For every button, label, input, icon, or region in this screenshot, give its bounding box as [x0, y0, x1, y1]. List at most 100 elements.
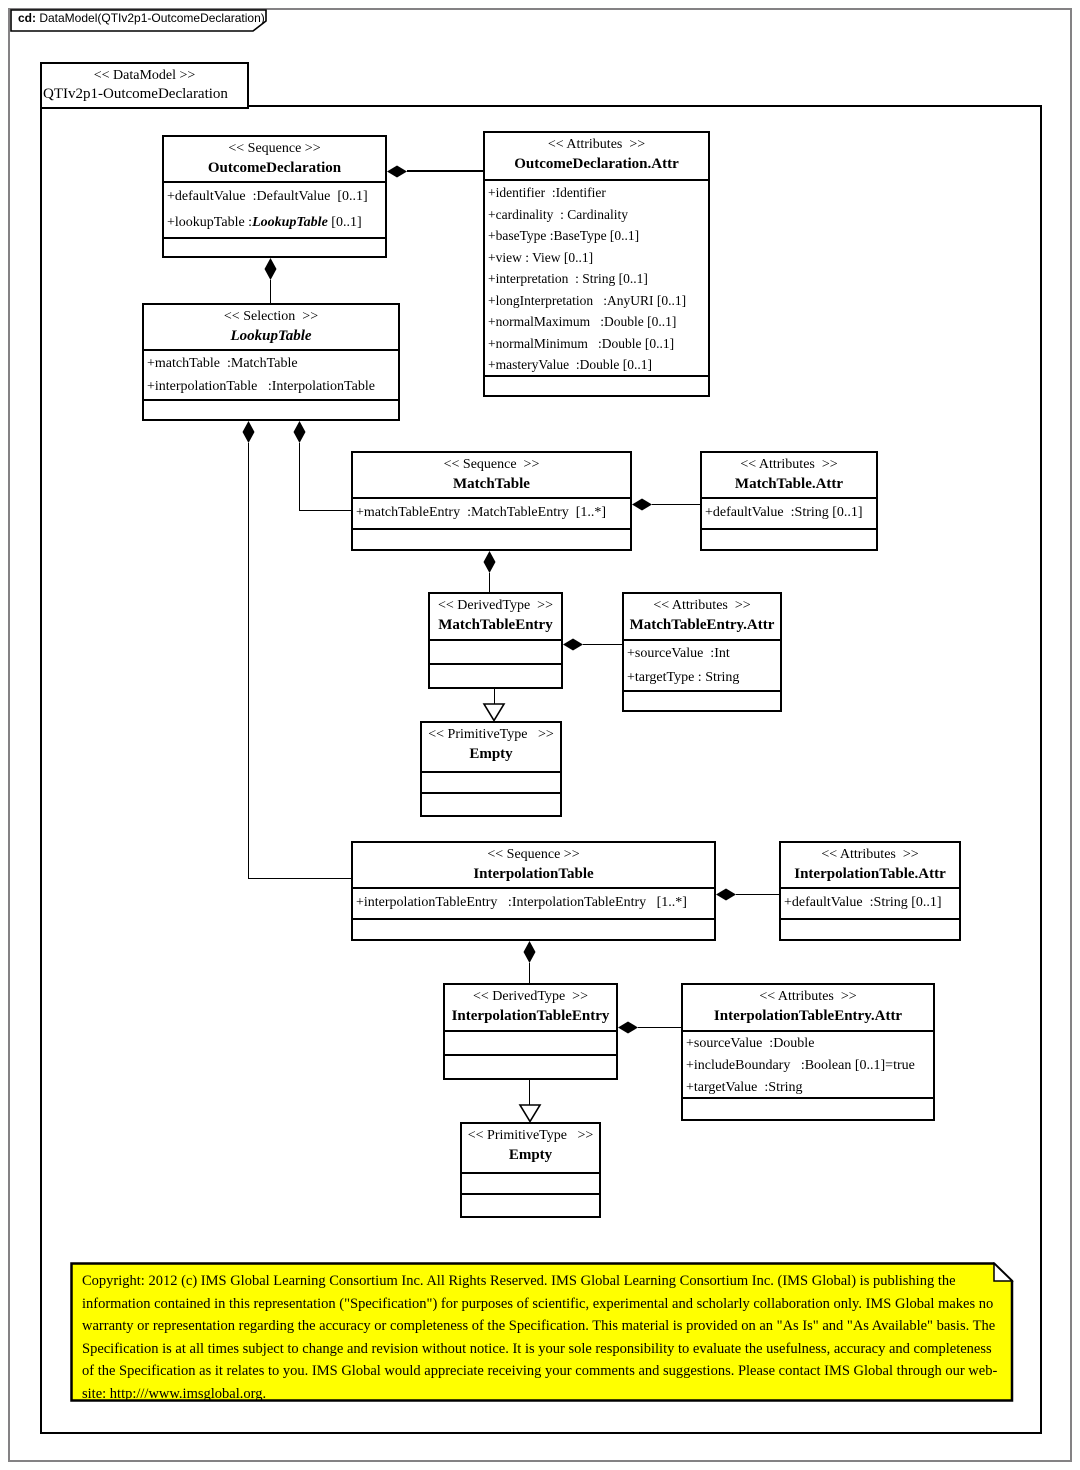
tab-title: DataModel(QTIv2p1-OutcomeDeclaration) [36, 11, 265, 25]
class-stereotype: << Sequence >> [228, 141, 321, 156]
attribute-row: +sourceValue :Double [686, 1036, 815, 1051]
connector-line [247, 443, 249, 879]
class-name: MatchTable [453, 476, 530, 492]
attr-type-italic: LookupTable [252, 215, 328, 230]
attribute-row: +longInterpretation :AnyURI [0..1] [488, 292, 687, 308]
copyright-note[interactable] [70, 1262, 1014, 1402]
attribute-row: +normalMinimum :Double [0..1] [488, 335, 675, 351]
empty-compartment [702, 528, 876, 549]
uml-class-matchtableentry[interactable]: << DerivedType >> MatchTableEntry [428, 592, 563, 689]
class-name: MatchTableEntry.Attr [629, 617, 775, 633]
attribute-row: +includeBoundary :Boolean [0..1]=true [686, 1058, 915, 1073]
attribute-row: +baseType :BaseType [0..1] [488, 228, 640, 243]
diagram-frame [40, 105, 1042, 1434]
empty-compartment [485, 375, 708, 395]
connector-line [488, 573, 490, 592]
connector-line [528, 963, 530, 983]
attribute-row: +view : View [0..1] [488, 249, 594, 265]
frame-name: QTIv2p1-OutcomeDeclaration [43, 86, 228, 102]
frame-label-datamodel[interactable]: << DataModel >> QTIv2p1-OutcomeDeclarati… [40, 62, 249, 109]
composition-diamond-icon [716, 888, 736, 901]
empty-compartment [353, 918, 714, 939]
uml-class-interpolationtableentry[interactable]: << DerivedType >> InterpolationTableEntr… [443, 983, 618, 1080]
tab-prefix: cd: [18, 11, 36, 25]
class-name: MatchTable.Attr [734, 476, 844, 492]
attribute-row: +interpolationTable :InterpolationTable [147, 379, 375, 394]
empty-compartment [781, 918, 959, 939]
empty-compartment [422, 771, 560, 792]
attribute-row: +defaultValue :String [0..1] [705, 505, 863, 520]
connector-line [298, 443, 300, 511]
class-name: InterpolationTable [473, 866, 594, 882]
class-name: OutcomeDeclaration.Attr [514, 156, 679, 172]
composition-diamond-icon [242, 421, 255, 443]
attribute-row: +matchTableEntry :MatchTableEntry [1..*] [356, 505, 607, 520]
attribute-row: +lookupTable :LookupTable [0..1] [164, 210, 385, 236]
generalization-triangle-icon [482, 703, 506, 722]
diagram-tab-label: cd: DataModel(QTIv2p1-OutcomeDeclaration… [18, 11, 265, 25]
uml-class-matchtable-attr[interactable]: << Attributes >> MatchTable.Attr +defaul… [700, 451, 878, 551]
attribute-row: +matchTable :MatchTable [147, 356, 298, 371]
composition-diamond-icon [523, 941, 536, 963]
attr-text: +lookupTable : [167, 215, 253, 230]
class-stereotype: << PrimitiveType >> [467, 1128, 594, 1143]
class-name: InterpolationTableEntry [451, 1008, 610, 1024]
attribute-row: +masteryValue :Double [0..1] [488, 357, 652, 372]
connector-line [298, 509, 352, 511]
attribute-row: +interpretation : String [0..1] [488, 271, 648, 286]
note-fold-icon [993, 1262, 1014, 1282]
class-stereotype: << Sequence >> [443, 457, 540, 472]
empty-compartment [430, 663, 561, 687]
composition-diamond-icon [632, 498, 652, 511]
composition-diamond-icon [387, 165, 407, 178]
attr-text: [0..1] [327, 215, 362, 230]
composition-diamond-icon [483, 551, 496, 573]
class-name: LookupTable [230, 328, 312, 344]
attribute-row: +cardinality : Cardinality [488, 206, 628, 222]
diagram-tab [10, 9, 267, 32]
class-stereotype: << Attributes >> [653, 598, 751, 613]
connector-line [407, 170, 483, 172]
attribute-row: +interpolationTableEntry :InterpolationT… [356, 895, 687, 910]
uml-class-outcomedeclaration-attr[interactable]: << Attributes >> OutcomeDeclaration.Attr… [483, 131, 710, 397]
uml-class-matchtable[interactable]: << Sequence >> MatchTable +matchTableEnt… [351, 451, 632, 551]
class-stereotype: << Attributes >> [547, 137, 646, 152]
connector-line [652, 503, 700, 505]
attribute-row: +defaultValue :DefaultValue [0..1] [167, 189, 368, 204]
class-name: OutcomeDeclaration [207, 160, 342, 176]
uml-class-empty-1[interactable]: << PrimitiveType >> Empty [420, 721, 562, 817]
empty-compartment [422, 792, 560, 815]
composition-diamond-icon [618, 1021, 638, 1034]
uml-class-lookuptable[interactable]: << Selection >> LookupTable +matchTable … [142, 303, 400, 421]
uml-class-interpolationtableentry-attr[interactable]: << Attributes >> InterpolationTableEntry… [681, 983, 935, 1121]
class-stereotype: << Selection >> [223, 309, 319, 324]
class-name: InterpolationTable.Attr [794, 866, 946, 882]
empty-compartment [462, 1172, 599, 1193]
class-stereotype: << Attributes >> [740, 457, 838, 472]
empty-compartment [430, 639, 561, 663]
class-name: MatchTableEntry [438, 617, 553, 633]
connector-line [247, 877, 352, 879]
uml-class-interpolationtable-attr[interactable]: << Attributes >> InterpolationTable.Attr… [779, 841, 961, 941]
connector-line [528, 1080, 530, 1106]
uml-class-outcomedeclaration[interactable]: << Sequence >> OutcomeDeclaration +defau… [162, 135, 387, 258]
attribute-row: +normalMaximum :Double [0..1] [488, 314, 677, 329]
class-name: Empty [508, 1147, 553, 1163]
attribute-row: +sourceValue :Int [627, 646, 730, 661]
empty-compartment [353, 528, 630, 549]
empty-compartment [445, 1030, 616, 1054]
uml-class-interpolationtable[interactable]: << Sequence >> InterpolationTable +inter… [351, 841, 716, 941]
composition-diamond-icon [293, 421, 306, 443]
connector-line [583, 643, 622, 645]
uml-class-matchtableentry-attr[interactable]: << Attributes >> MatchTableEntry.Attr +s… [622, 592, 782, 712]
frame-stereotype: << DataModel >> [93, 68, 196, 83]
connector-line [638, 1026, 681, 1028]
composition-diamond-icon [264, 258, 277, 280]
uml-class-empty-2[interactable]: << PrimitiveType >> Empty [460, 1122, 601, 1218]
attribute-row: +defaultValue :String [0..1] [784, 895, 942, 910]
empty-compartment [144, 399, 398, 419]
connector-line [736, 893, 779, 895]
attribute-row: +identifier :Identifier [488, 185, 606, 200]
class-stereotype: << Attributes >> [759, 989, 857, 1004]
